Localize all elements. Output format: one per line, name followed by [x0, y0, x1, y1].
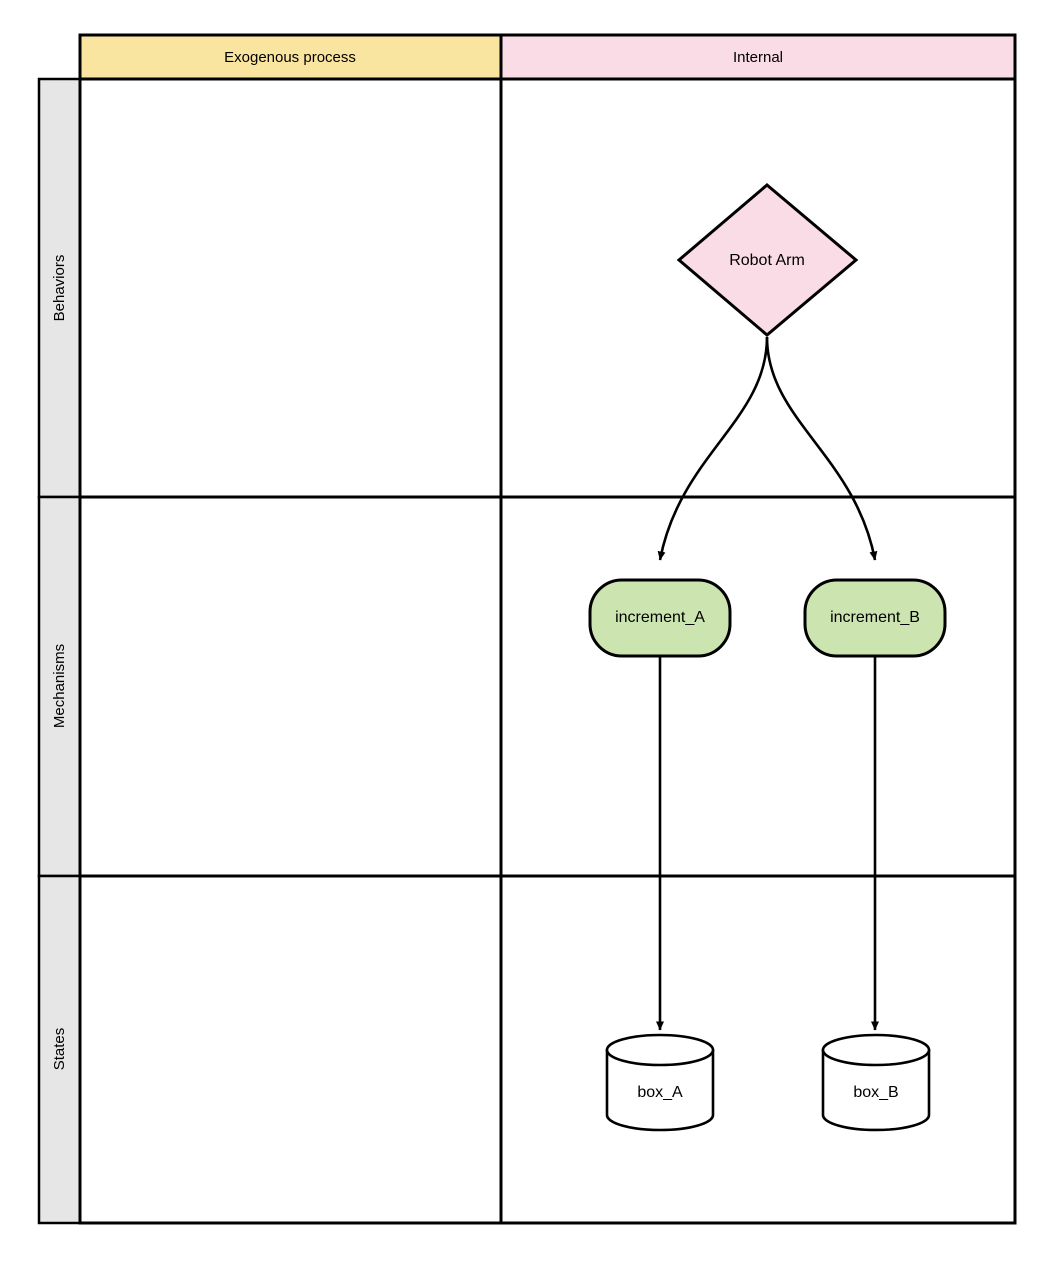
row-headers: Behaviors Mechanisms States	[37, 77, 82, 1225]
edge-robot-arm-to-increment-a[interactable]	[657, 336, 769, 561]
column-headers: Exogenous process Internal	[78, 33, 1017, 81]
row-header-behaviors-label: Behaviors	[51, 255, 68, 322]
edges	[656, 336, 879, 1031]
increment-a-rounded-rect-shape[interactable]	[588, 578, 732, 658]
row-header-mechanisms-label: Mechanisms	[51, 644, 68, 728]
cell-mechanisms-exogenous	[78, 495, 503, 878]
increment-b-rounded-rect-shape[interactable]	[803, 578, 947, 658]
edge-robot-arm-to-increment-b[interactable]	[765, 336, 878, 561]
box-b-cylinder-body[interactable]	[821, 1048, 931, 1132]
column-header-internal-label: Internal	[733, 49, 783, 66]
node-box-a-label: box_A	[637, 1084, 683, 1101]
box-b-cylinder-top[interactable]	[821, 1033, 931, 1067]
cell-behaviors-exogenous	[78, 77, 503, 499]
box-a-cylinder-body[interactable]	[605, 1048, 715, 1132]
cell-mechanisms-internal	[499, 495, 1017, 878]
node-box-b-label: box_B	[853, 1084, 898, 1101]
robot-arm-diamond-shape[interactable]	[676, 183, 859, 337]
node-robot-arm[interactable]: Robot Arm	[676, 183, 859, 337]
box-a-cylinder-top[interactable]	[605, 1033, 715, 1067]
cell-states-internal	[499, 874, 1017, 1225]
column-header-internal[interactable]	[499, 33, 1017, 81]
node-box-b[interactable]: box_B	[821, 1033, 931, 1132]
node-robot-arm-label: Robot Arm	[729, 252, 805, 269]
cell-states-exogenous	[78, 874, 503, 1225]
column-header-exogenous-process[interactable]	[78, 33, 503, 81]
row-header-behaviors[interactable]	[37, 77, 82, 499]
node-increment-a-label: increment_A	[615, 609, 705, 626]
node-box-a[interactable]: box_A	[605, 1033, 715, 1132]
node-increment-b[interactable]: increment_B	[803, 578, 947, 658]
row-header-states-label: States	[51, 1028, 68, 1071]
node-increment-b-label: increment_B	[830, 609, 920, 626]
column-header-exogenous-process-label: Exogenous process	[224, 49, 356, 66]
row-header-states[interactable]	[37, 874, 82, 1225]
node-increment-a[interactable]: increment_A	[588, 578, 732, 658]
